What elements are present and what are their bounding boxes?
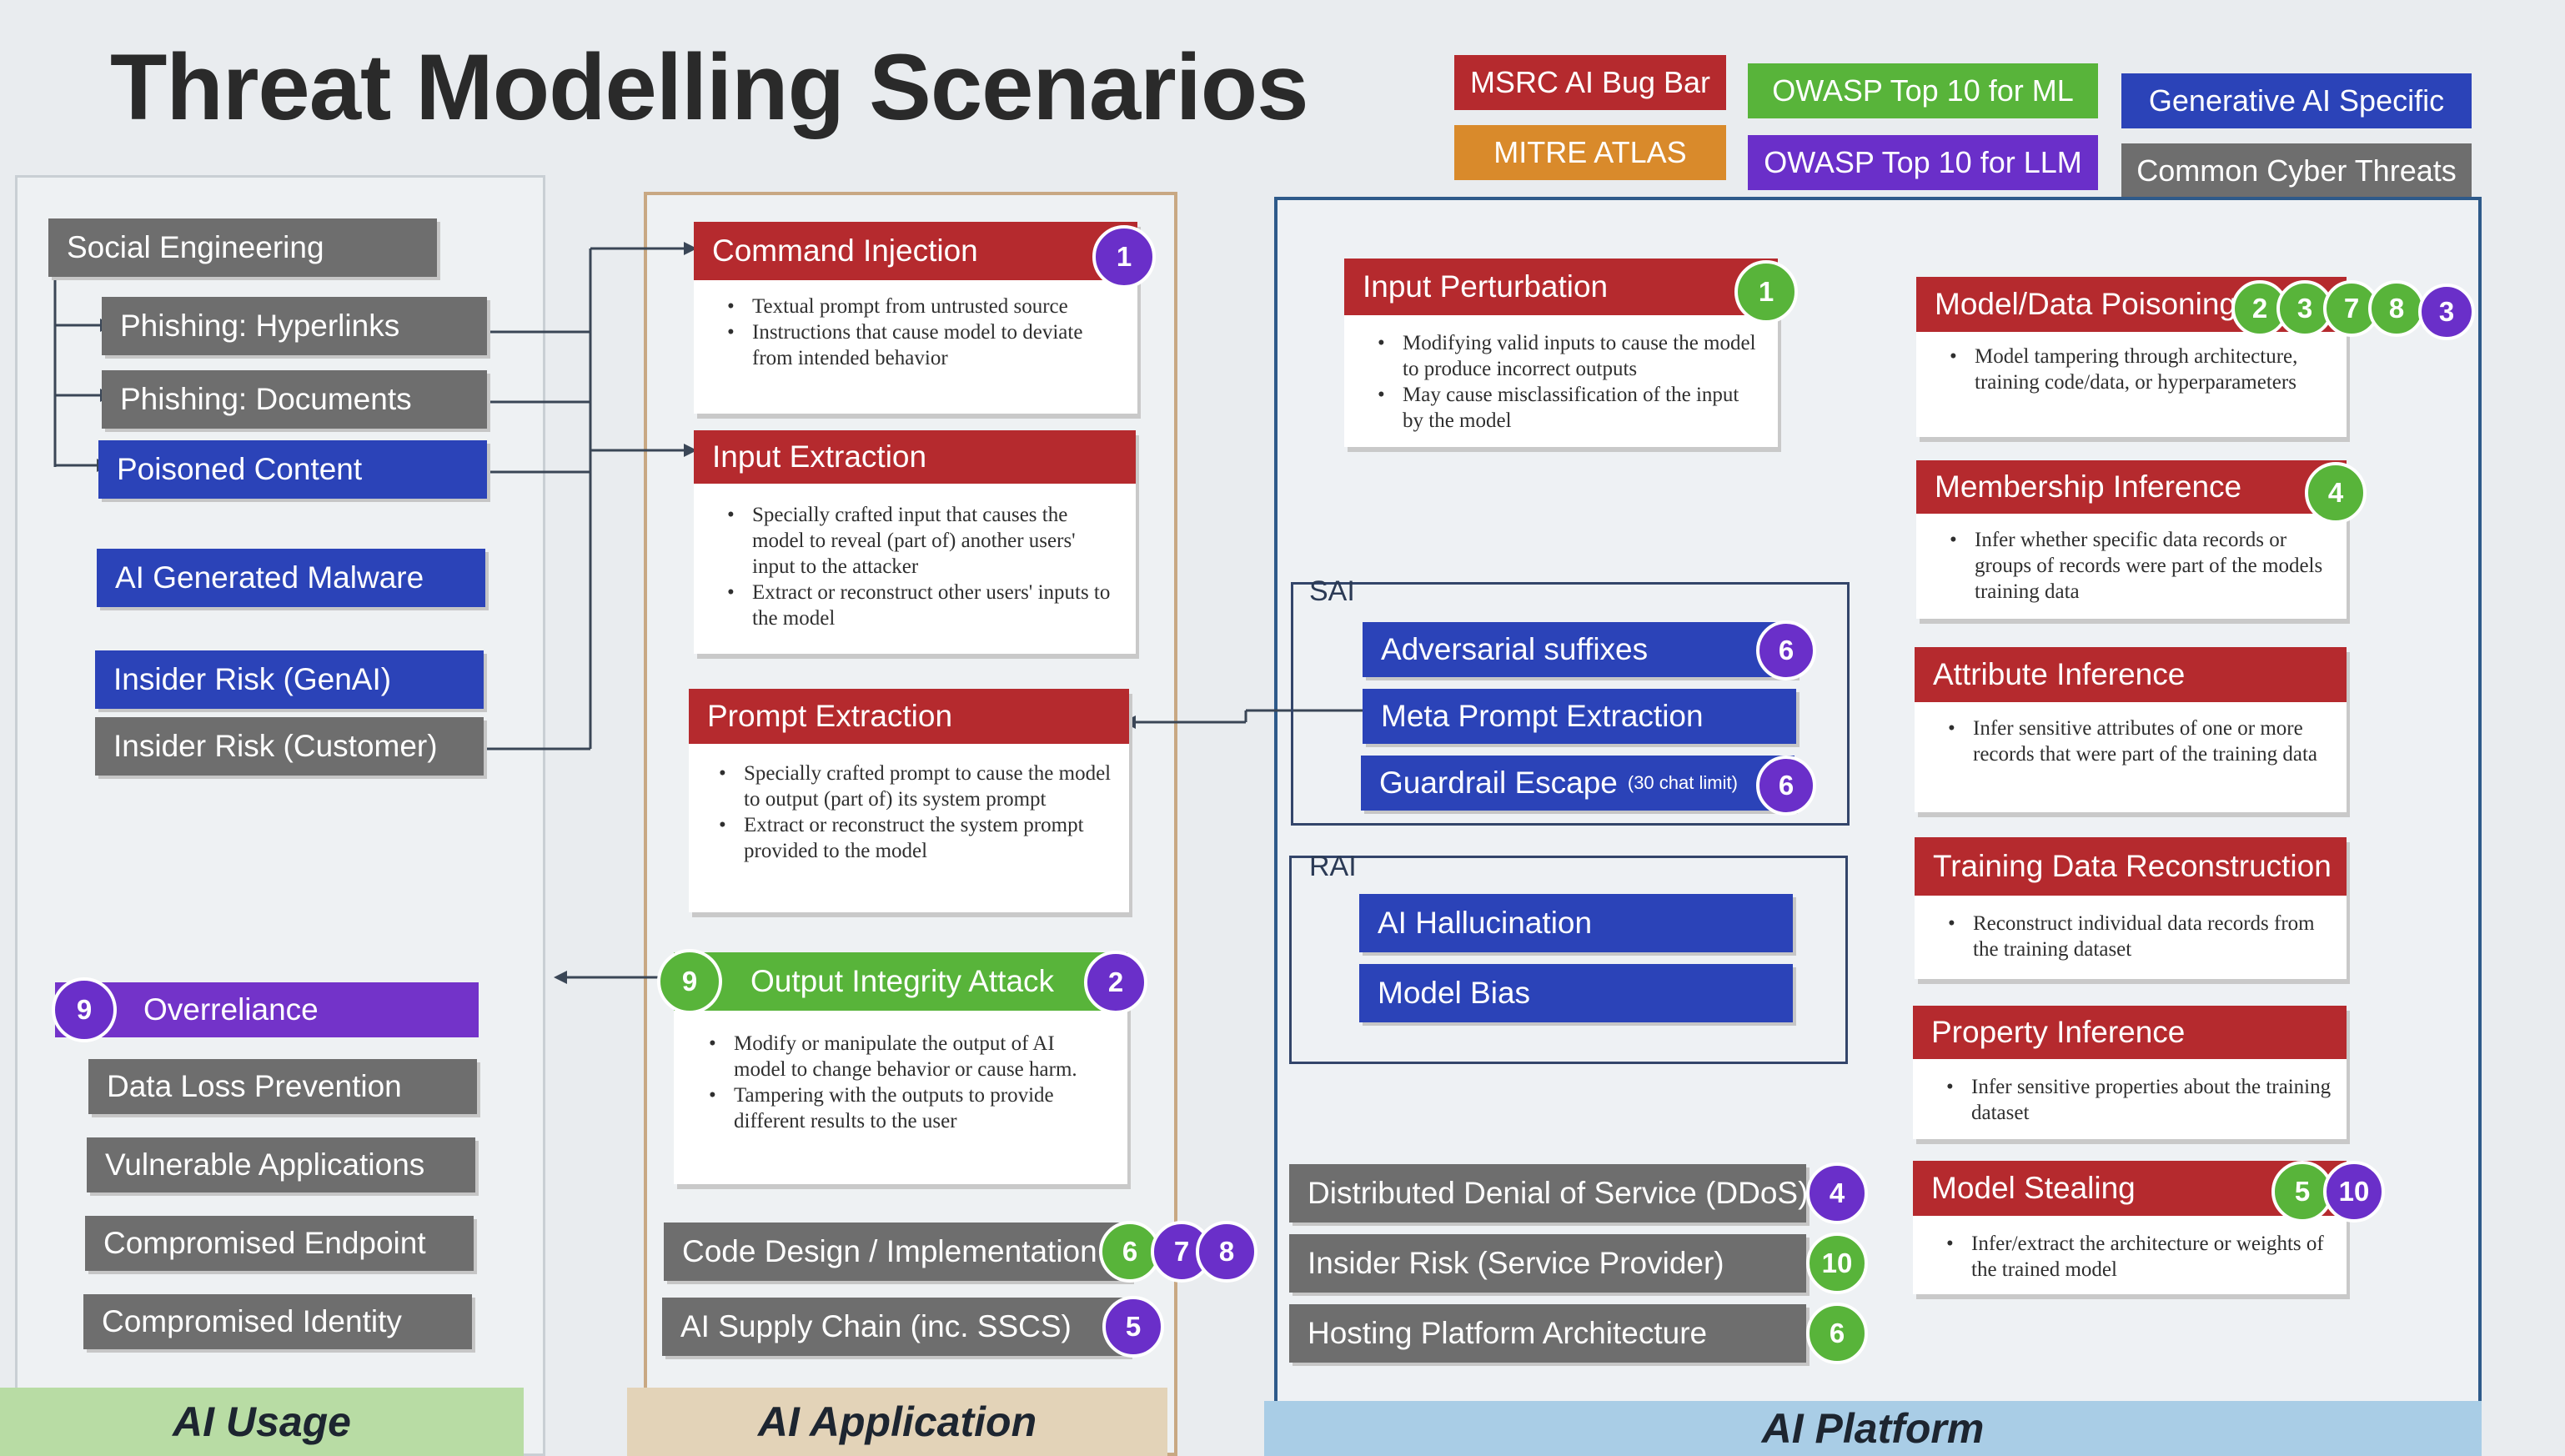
sai-group — [1291, 582, 1850, 826]
model-data-poisoning-badge-7: 7 — [2323, 280, 2380, 337]
model-stealing-badge-owasp-llm: 10 — [2323, 1161, 2385, 1223]
ddos-item: Distributed Denial of Service (DDoS) — [1289, 1164, 1808, 1223]
guardrail-escape-badge: 6 — [1756, 756, 1816, 816]
vulnerable-applications-item: Vulnerable Applications — [87, 1137, 475, 1192]
model-data-poisoning-bullet: Model tampering through architecture, tr… — [1950, 344, 2333, 395]
adversarial-suffixes-badge: 6 — [1756, 620, 1816, 680]
sai-label: SAI — [1309, 575, 1355, 607]
rai-label: RAI — [1309, 851, 1357, 882]
command-injection-card: Command Injection Textual prompt from un… — [694, 222, 1137, 414]
input-perturbation-bullet: Modifying valid inputs to cause the mode… — [1378, 330, 1764, 382]
property-inference-card: Property Inference Infer sensitive prope… — [1913, 1006, 2347, 1139]
output-integrity-badge-owasp-llm: 2 — [1084, 951, 1147, 1014]
output-integrity-card: Output Integrity Attack Modify or manipu… — [674, 952, 1127, 1184]
overreliance-label: Overreliance — [143, 992, 319, 1027]
prompt-extraction-bullet: Extract or reconstruct the system prompt… — [719, 812, 1112, 864]
adversarial-suffixes-item: Adversarial suffixes — [1363, 622, 1796, 677]
ddos-badge: 4 — [1806, 1162, 1868, 1224]
training-data-reconstruction-title: Training Data Reconstruction — [1915, 837, 2347, 896]
legend-mitre-atlas: MITRE ATLAS — [1454, 125, 1726, 180]
compromised-identity-item: Compromised Identity — [83, 1294, 472, 1349]
training-data-reconstruction-card: Training Data Reconstruction Reconstruct… — [1915, 837, 2347, 979]
guardrail-escape-label: Guardrail Escape — [1379, 766, 1618, 800]
code-design-badge-8: 8 — [1196, 1221, 1257, 1283]
compromised-endpoint-item: Compromised Endpoint — [85, 1216, 474, 1271]
command-injection-badge: 1 — [1092, 225, 1156, 289]
legend-owasp-llm: OWASP Top 10 for LLM — [1748, 135, 2098, 190]
command-injection-bullet: Instructions that cause model to deviate… — [727, 319, 1121, 371]
ai-supply-chain-badge: 5 — [1102, 1296, 1164, 1358]
training-data-reconstruction-bullet: Reconstruct individual data records from… — [1948, 911, 2333, 962]
prompt-extraction-title: Prompt Extraction — [689, 689, 1129, 744]
model-stealing-title: Model Stealing — [1913, 1161, 2347, 1216]
overreliance-item: Overreliance — [55, 982, 479, 1037]
model-data-poisoning-badge-8: 8 — [2368, 280, 2425, 337]
ai-platform-footer: AI Platform — [1264, 1401, 2482, 1456]
output-integrity-bullet: Tampering with the outputs to provide di… — [709, 1082, 1111, 1134]
ai-application-footer: AI Application — [627, 1388, 1167, 1456]
property-inference-title: Property Inference — [1913, 1006, 2347, 1059]
ai-supply-chain-item: AI Supply Chain (inc. SSCS) — [662, 1298, 1129, 1356]
data-loss-prevention-item: Data Loss Prevention — [88, 1059, 477, 1114]
rai-group — [1289, 856, 1848, 1064]
legend-common-cyber: Common Cyber Threats — [2121, 143, 2472, 198]
command-injection-bullet: Textual prompt from untrusted source — [727, 294, 1121, 319]
social-engineering-item: Social Engineering — [48, 218, 437, 277]
model-bias-item: Model Bias — [1359, 964, 1793, 1022]
insider-risk-customer-item: Insider Risk (Customer) — [95, 717, 484, 776]
prompt-extraction-card: Prompt Extraction Specially crafted prom… — [689, 689, 1129, 912]
ai-usage-footer: AI Usage — [0, 1388, 524, 1456]
input-extraction-title: Input Extraction — [694, 430, 1136, 484]
membership-inference-card: Membership Inference Infer whether speci… — [1916, 460, 2347, 619]
output-integrity-badge-owasp-ml: 9 — [657, 949, 722, 1014]
input-extraction-card: Input Extraction Specially crafted input… — [694, 430, 1136, 654]
page-title: Threat Modelling Scenarios — [110, 35, 1309, 139]
code-design-item: Code Design / Implementation — [664, 1223, 1131, 1281]
ai-hallucination-item: AI Hallucination — [1359, 894, 1793, 952]
insider-risk-service-provider-item: Insider Risk (Service Provider) — [1289, 1234, 1806, 1293]
phishing-documents-item: Phishing: Documents — [102, 370, 487, 429]
input-perturbation-card: Input Perturbation Modifying valid input… — [1344, 259, 1778, 447]
poisoned-content-item: Poisoned Content — [98, 440, 487, 499]
model-data-poisoning-badge-llm: 3 — [2418, 284, 2475, 340]
hosting-platform-badge: 6 — [1806, 1303, 1868, 1364]
phishing-hyperlinks-item: Phishing: Hyperlinks — [102, 297, 487, 355]
attribute-inference-bullet: Infer sensitive attributes of one or mor… — [1948, 715, 2333, 767]
membership-inference-bullet: Infer whether specific data records or g… — [1950, 527, 2333, 605]
insider-risk-genai-item: Insider Risk (GenAI) — [95, 650, 484, 709]
input-perturbation-bullet: May cause misclassification of the input… — [1378, 382, 1764, 434]
input-perturbation-title: Input Perturbation — [1344, 259, 1778, 315]
attribute-inference-card: Attribute Inference Infer sensitive attr… — [1915, 647, 2347, 812]
meta-prompt-extraction-item: Meta Prompt Extraction — [1363, 689, 1796, 744]
overreliance-badge: 9 — [52, 977, 117, 1042]
output-integrity-title: Output Integrity Attack — [674, 952, 1127, 1011]
prompt-extraction-bullet: Specially crafted prompt to cause the mo… — [719, 761, 1112, 812]
ai-generated-malware-item: AI Generated Malware — [97, 549, 485, 607]
legend-owasp-ml: OWASP Top 10 for ML — [1748, 63, 2098, 118]
guardrail-escape-item: Guardrail Escape (30 chat limit) — [1361, 756, 1794, 811]
input-extraction-bullet: Specially crafted input that causes the … — [727, 502, 1119, 580]
property-inference-bullet: Infer sensitive properties about the tra… — [1946, 1074, 2333, 1126]
legend-generative-ai: Generative AI Specific — [2121, 73, 2472, 128]
command-injection-title: Command Injection — [694, 222, 1137, 280]
attribute-inference-title: Attribute Inference — [1915, 647, 2347, 702]
input-extraction-bullet: Extract or reconstruct other users' inpu… — [727, 580, 1119, 631]
hosting-platform-item: Hosting Platform Architecture — [1289, 1304, 1806, 1363]
membership-inference-title: Membership Inference — [1916, 460, 2347, 514]
membership-inference-badge: 4 — [2305, 462, 2367, 524]
output-integrity-bullet: Modify or manipulate the output of AI mo… — [709, 1031, 1111, 1082]
insider-risk-service-provider-badge: 10 — [1806, 1233, 1868, 1294]
model-stealing-bullet: Infer/extract the architecture or weight… — [1946, 1231, 2333, 1283]
input-perturbation-badge: 1 — [1734, 260, 1798, 324]
guardrail-escape-note: (30 chat limit) — [1627, 772, 1738, 793]
legend-msrc-ai-bug-bar: MSRC AI Bug Bar — [1454, 55, 1726, 110]
